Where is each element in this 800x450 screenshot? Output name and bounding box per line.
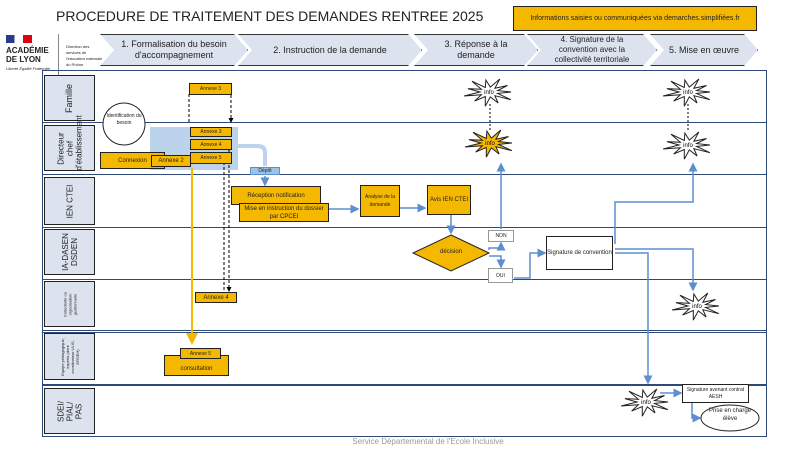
lane-divider: [42, 227, 767, 228]
lane-ia-dasen: IA-DASEN DSDEN: [44, 229, 95, 275]
lane-directeur: Directeur chef d'établissement: [44, 115, 95, 171]
annexe4-collectivite-doc: Annexe 4: [195, 292, 237, 303]
arrow-signature-collectivite: [615, 248, 698, 292]
decision-diamond: [411, 234, 491, 272]
annexe2-doc: Annexe 2: [151, 155, 191, 167]
arrow-highlight-depot: [238, 144, 267, 166]
direction-label: Direction des services de l'éducation na…: [66, 44, 103, 67]
non-label: NON: [488, 230, 514, 242]
info-burst: [662, 78, 711, 107]
annexe4-doc: Annexe 4: [190, 139, 232, 150]
dashed-annexe3: [188, 92, 231, 122]
lane-famille: Famille: [44, 75, 95, 121]
lane-ien-ctei: IEN CTEI: [44, 177, 95, 225]
info-burst: [671, 292, 720, 321]
arrow-avenant-prise: [691, 403, 702, 423]
step-5: 5. Mise en œuvre: [650, 34, 758, 66]
logo-divider: [58, 34, 59, 84]
flag-icon: [6, 35, 32, 43]
lane-divider: [42, 330, 767, 333]
step-2: 2. Instruction de la demande: [238, 34, 422, 66]
logo-line1: ACADÉMIE: [6, 46, 49, 55]
step-4: 4. Signature de la convention avec la co…: [527, 34, 657, 66]
info-label: info: [484, 90, 494, 96]
lane-divider: [42, 122, 767, 123]
annexe3-famille-doc: Annexe 3: [189, 83, 232, 95]
lane-sdei: SDEI/ PIAL/ PAS: [44, 388, 95, 434]
oui-label: OUI: [488, 268, 513, 283]
dotted-info: [489, 104, 689, 132]
annexe5-equipe-doc: Annexe 5: [180, 348, 221, 359]
footer: Service Départemental de l'Ecole Inclusi…: [352, 437, 504, 446]
arrow-signature-sdei: [615, 252, 653, 385]
lane-equipe: Equipe pédagogique, experts (dont coordi…: [44, 333, 95, 380]
info-burst: [463, 78, 512, 107]
arrow-decision-oui: [489, 255, 506, 269]
info-burst: [620, 388, 669, 417]
lane-divider: [42, 279, 767, 280]
info-label: info: [641, 400, 651, 406]
signature-convention-box: Signature de convention: [546, 236, 613, 270]
identification-text: Identification du besoin: [106, 113, 142, 126]
prise-en-charge-ellipse: [700, 404, 760, 432]
annexe5-doc: Annexe 5: [190, 152, 232, 164]
arrow-signature-info5: [614, 162, 698, 244]
info-burst: [662, 131, 711, 160]
depot-box: Dépôt: [250, 167, 280, 175]
swimlane-frame: [42, 70, 767, 437]
legend-box: Informations saisies ou communiquées via…: [513, 6, 757, 31]
logo-line2: DE LYON: [6, 55, 41, 64]
analyse-box: Analyse de la demande: [360, 185, 400, 217]
lane-divider: [42, 174, 767, 175]
prise-en-charge-text: Prise en charge élève: [708, 408, 752, 422]
connexion-box: Connexion: [100, 152, 165, 169]
lane-divider: [42, 384, 767, 386]
lane-collectivite: Collectivité ou organisation gestionnair…: [44, 281, 95, 327]
avis-box: Avis IEN CTEI: [427, 185, 471, 215]
identification-circle: [102, 102, 146, 146]
info-burst: [464, 129, 513, 158]
academie-logo: ACADÉMIE DE LYON Liberté Égalité Fratern…: [6, 35, 50, 71]
arrow-decision-non: [488, 241, 506, 251]
mise-instruction-box: Mise en instruction du dossier par CPCEI: [239, 203, 329, 222]
info-label: info: [485, 141, 495, 147]
signature-avenant-box: Signature avenant contrat AESH: [682, 384, 749, 403]
page-title: PROCEDURE DE TRAITEMENT DES DEMANDES REN…: [56, 8, 484, 24]
arrow-oui-signature: [514, 248, 547, 279]
decision-label: décision: [439, 249, 462, 255]
info-label: info: [692, 304, 702, 310]
dashed-annexe4: [223, 148, 229, 291]
info-label: info: [683, 90, 693, 96]
annexe3-doc: Annexe 3: [190, 127, 232, 137]
info-label: info: [683, 143, 693, 149]
step-3: 3. Réponse à la demande: [414, 34, 538, 66]
logo-motto: Liberté Égalité Fraternité: [6, 66, 50, 71]
